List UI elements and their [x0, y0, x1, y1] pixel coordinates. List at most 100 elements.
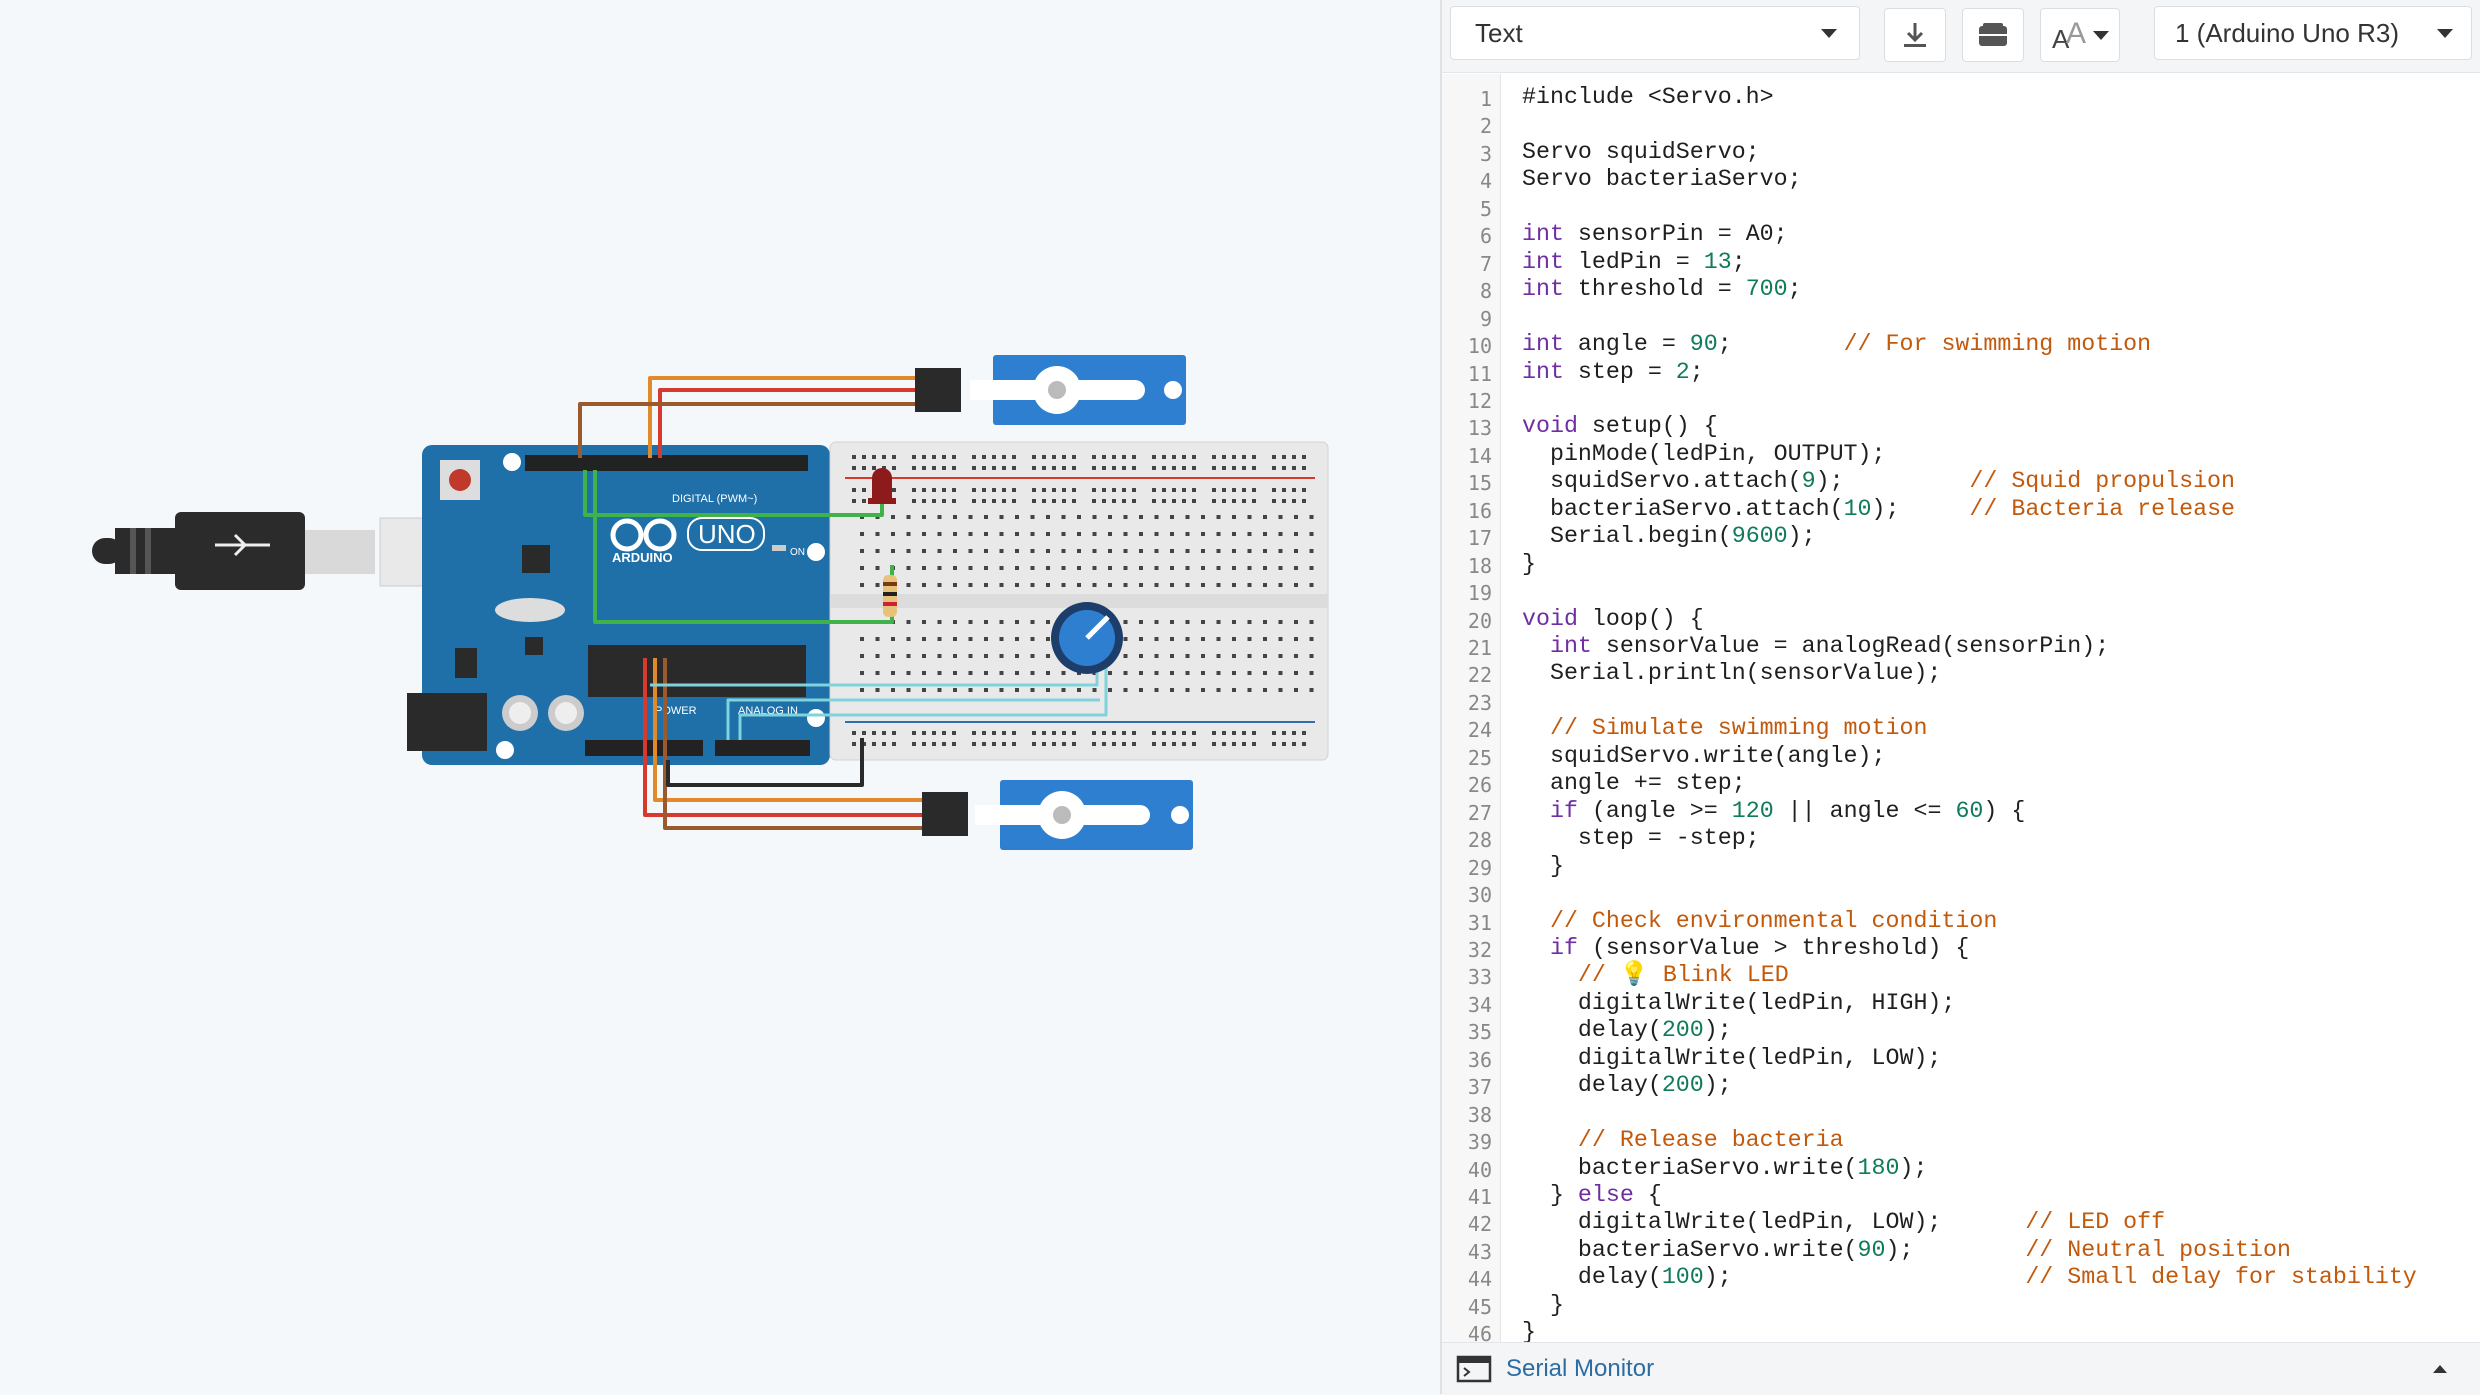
line-number: 8: [1479, 279, 1492, 304]
code-line: int sensorPin = A0;: [1522, 221, 1788, 248]
code-line: Serial.println(sensorValue);: [1522, 660, 1942, 687]
line-number: 24: [1467, 718, 1492, 743]
device-dropdown-label: 1 (Arduino Uno R3): [2175, 17, 2399, 48]
code-line: pinMode(ledPin, OUTPUT);: [1522, 440, 1886, 467]
line-number: 40: [1467, 1157, 1492, 1182]
line-number: 6: [1479, 224, 1492, 249]
usb-icon: [215, 533, 270, 557]
mode-dropdown[interactable]: Text: [1450, 6, 1860, 60]
line-number: 26: [1467, 773, 1492, 798]
code-editor-panel: Text A A 1 (Arduino Uno R3): [1440, 0, 2480, 1395]
line-number: 2: [1479, 114, 1492, 139]
code-line: digitalWrite(ledPin, HIGH);: [1522, 989, 1956, 1016]
brand-label: ARDUINO: [612, 550, 673, 565]
on-label: ON: [790, 547, 805, 558]
line-number: 30: [1467, 883, 1492, 908]
line-number: 14: [1467, 443, 1492, 468]
code-line: void setup() {: [1522, 413, 1718, 440]
serial-monitor-label: Serial Monitor: [1506, 1355, 1655, 1382]
code-line: void loop() {: [1522, 605, 1704, 632]
line-number: 42: [1467, 1212, 1492, 1237]
line-number: 35: [1467, 1020, 1492, 1045]
usb-cable[interactable]: [92, 512, 481, 590]
font-size-button[interactable]: A A: [2040, 8, 2120, 62]
chevron-down-icon: [2437, 28, 2453, 38]
line-number: 12: [1467, 388, 1492, 413]
code-line: angle += step;: [1522, 770, 1746, 797]
line-number: 37: [1467, 1075, 1492, 1100]
line-number: 11: [1467, 361, 1492, 386]
circuit-drawing: DIGITAL (PWM~) ARDUINO UNO ON POWER ANAL…: [92, 355, 1329, 850]
code-line: // Release bacteria: [1577, 1127, 1844, 1154]
code-line: delay(200);: [1522, 1017, 1732, 1044]
chevron-down-icon: [2093, 30, 2109, 40]
line-number: 38: [1467, 1102, 1492, 1127]
font-size-icon: A A: [2052, 18, 2086, 52]
line-number: 21: [1467, 636, 1492, 660]
line-number: 19: [1467, 581, 1492, 606]
line-number: 5: [1479, 196, 1492, 221]
line-number: 41: [1467, 1185, 1492, 1209]
line-number: 13: [1467, 416, 1492, 441]
line-number: 18: [1467, 553, 1492, 578]
download-button[interactable]: [1884, 8, 1946, 62]
code-line: squidServo.attach(9); // Squid propulsio…: [1522, 468, 2236, 495]
code-line: }: [1522, 1291, 1564, 1318]
line-number: 34: [1467, 992, 1492, 1017]
libraries-button[interactable]: [1962, 8, 2024, 62]
code-line: if (angle >= 120 || angle <= 60) {: [1549, 797, 2026, 824]
chevron-up-icon[interactable]: [2430, 1362, 2450, 1376]
code-line: bacteriaServo.attach(10); // Bacteria re…: [1522, 495, 2236, 522]
line-number: 32: [1467, 937, 1492, 962]
code-line: }: [1522, 1319, 1536, 1346]
code-line: int step = 2;: [1522, 358, 1704, 385]
resistor[interactable]: [883, 575, 897, 617]
model-label: UNO: [698, 519, 756, 549]
line-number: 43: [1467, 1239, 1492, 1264]
line-number: 4: [1479, 169, 1492, 194]
code-line: if (sensorValue > threshold) {: [1549, 934, 1970, 961]
code-line: delay(200);: [1522, 1072, 1732, 1099]
line-number: 16: [1467, 498, 1492, 523]
code-line: bacteriaServo.write(180);: [1522, 1154, 1928, 1181]
circuit-canvas[interactable]: DIGITAL (PWM~) ARDUINO UNO ON POWER ANAL…: [0, 0, 1440, 1394]
code-line: int sensorValue = analogRead(sensorPin);: [1549, 633, 2110, 659]
line-number: 10: [1467, 334, 1492, 359]
red-led[interactable]: [868, 468, 896, 504]
code-line: Servo squidServo;: [1522, 138, 1760, 165]
download-icon: [1904, 23, 1926, 47]
line-number: 23: [1467, 690, 1492, 715]
code-line: squidServo.write(angle);: [1522, 742, 1886, 769]
code-line: int angle = 90; // For swimming motion: [1522, 331, 2152, 358]
code-line: Serial.begin(9600);: [1522, 523, 1816, 550]
code-line: delay(100); // Small delay for stability: [1522, 1264, 2417, 1291]
line-number: 3: [1479, 141, 1492, 166]
svg-text:A: A: [2052, 24, 2070, 52]
mode-dropdown-label: Text: [1475, 17, 1523, 48]
code-line: digitalWrite(ledPin, LOW);: [1522, 1044, 1942, 1071]
line-number: 20: [1467, 608, 1492, 633]
bacteria-servo[interactable]: [922, 780, 1193, 850]
line-number: 39: [1467, 1130, 1492, 1155]
code-line: // Check environmental condition: [1549, 907, 1998, 934]
breadboard[interactable]: [829, 441, 1329, 761]
editor-toolbar: Text A A 1 (Arduino Uno R3): [1442, 0, 2480, 73]
line-number: 45: [1467, 1294, 1492, 1319]
line-number: 1: [1479, 87, 1492, 111]
arduino-board[interactable]: DIGITAL (PWM~) ARDUINO UNO ON POWER ANAL…: [407, 445, 830, 765]
line-number: 29: [1467, 855, 1492, 880]
code-line: digitalWrite(ledPin, LOW); // LED off: [1522, 1209, 2166, 1236]
squid-servo[interactable]: [915, 355, 1186, 425]
potentiometer[interactable]: [1051, 602, 1123, 674]
device-dropdown[interactable]: 1 (Arduino Uno R3): [2154, 6, 2472, 60]
code-line: int ledPin = 13;: [1522, 248, 1746, 275]
line-number: 25: [1467, 745, 1492, 770]
line-number: 22: [1467, 663, 1492, 688]
line-number: 36: [1467, 1047, 1492, 1072]
code-line: // Simulate swimming motion: [1549, 715, 1928, 742]
line-number: 9: [1479, 306, 1492, 331]
serial-monitor-bar[interactable]: Serial Monitor: [1442, 1342, 2480, 1395]
line-number: 27: [1467, 800, 1492, 825]
